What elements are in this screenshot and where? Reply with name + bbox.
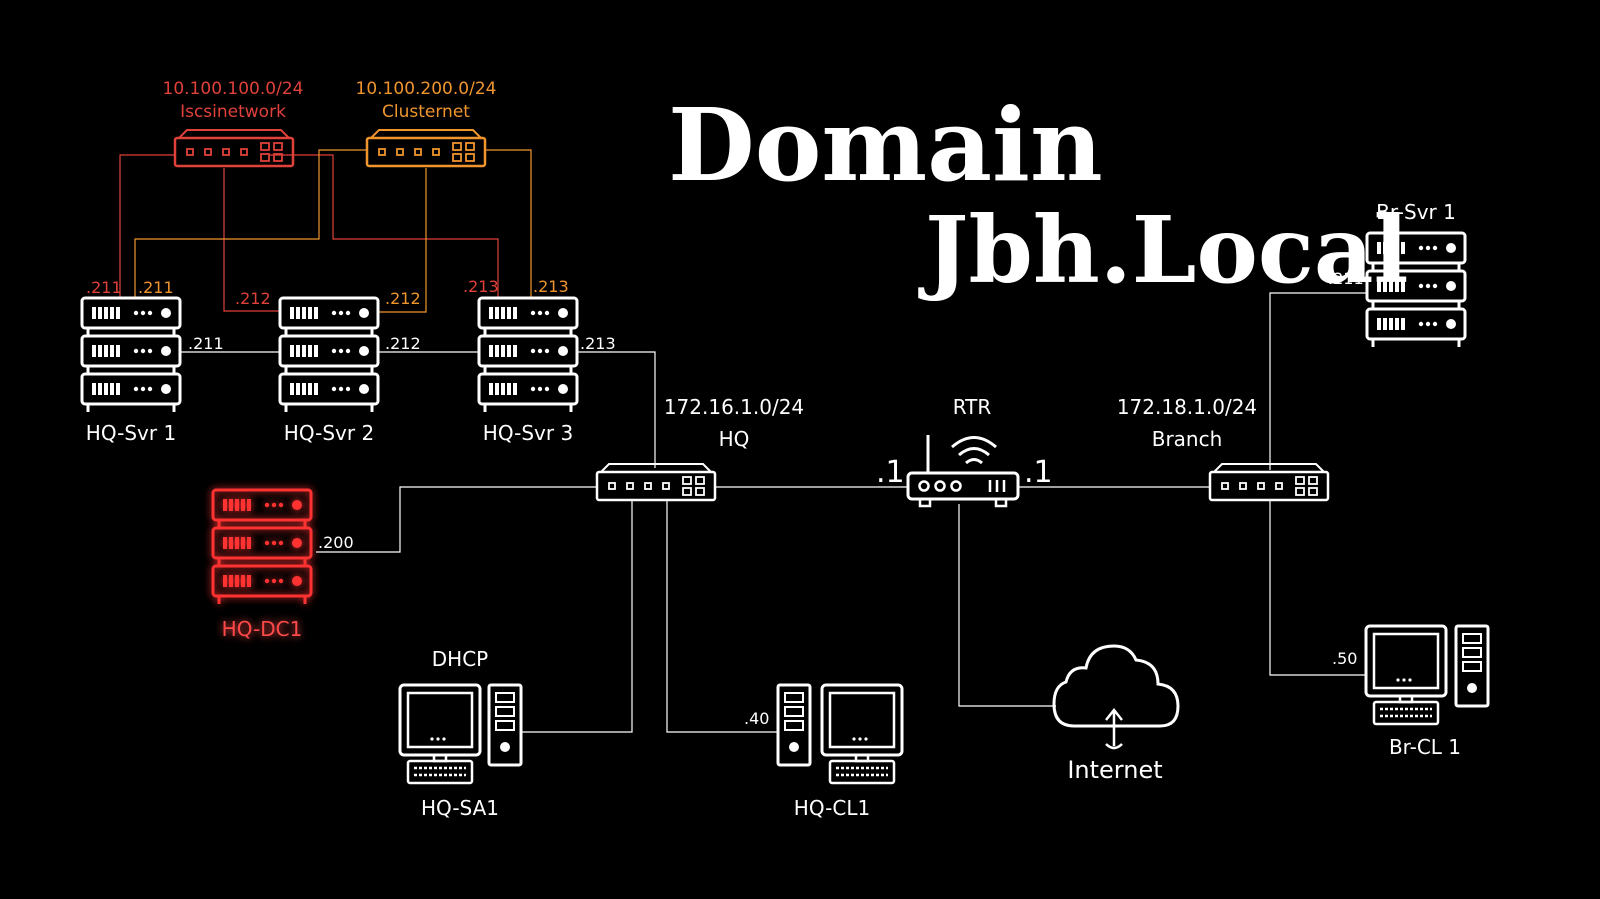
hq-svr2-cluster-ip: .212 (385, 289, 421, 308)
hq-sa1: DHCP HQ-SA1 (398, 647, 523, 820)
hq-svr1: HQ-Svr 1 .211 .211 .211 (82, 278, 224, 445)
title-domain-name: Jbh.Local (918, 196, 1408, 304)
rtr-router (906, 435, 1020, 508)
branch-switch: 172.18.1.0/24 Branch (1117, 395, 1330, 502)
hq-network-name: HQ (719, 427, 750, 451)
title-domain: Domain (668, 86, 1103, 204)
hq-svr2-label: HQ-Svr 2 (284, 421, 374, 445)
hq-svr2-iscsi-ip: .212 (235, 289, 271, 308)
hq-cl1-label: HQ-CL1 (794, 796, 870, 820)
hq-svr2-lan-ip: .212 (385, 334, 421, 353)
rtr-label: RTR (953, 395, 992, 419)
br-cl1: .50 Br-CL 1 (1332, 624, 1490, 759)
rtr-hq-ip: .1 (876, 455, 905, 490)
iscsi-switch: 10.100.100.0/24 Iscsinetwork (163, 79, 304, 168)
iscsi-network-name: Iscsinetwork (180, 102, 286, 122)
hq-svr3-lan-ip: .213 (580, 334, 616, 353)
hq-svr3-iscsi-ip: .213 (463, 277, 499, 296)
iscsi-network-cidr: 10.100.100.0/24 (163, 79, 304, 99)
hq-svr1-lan-ip: .211 (188, 334, 224, 353)
branch-network-name: Branch (1152, 427, 1223, 451)
br-cl1-ip: .50 (1332, 649, 1357, 668)
hq-dc1: HQ-DC1 .200 (213, 490, 354, 641)
rtr-branch-ip: .1 (1024, 455, 1053, 490)
hq-svr1-label: HQ-Svr 1 (86, 421, 176, 445)
hq-dc1-ip: .200 (318, 533, 354, 552)
br-cl1-label: Br-CL 1 (1389, 735, 1461, 759)
hq-sa1-role: DHCP (432, 647, 488, 671)
cluster-switch: 10.100.200.0/24 Clusternet (356, 79, 497, 168)
internet-cloud: Internet (1052, 644, 1180, 784)
lan-wiring (180, 292, 1367, 733)
branch-network-cidr: 172.18.1.0/24 (1117, 395, 1257, 419)
br-svr1-ip: .211 (1328, 269, 1364, 288)
hq-svr2: HQ-Svr 2 .212 .212 .212 (235, 289, 421, 445)
hq-cl1: .40 HQ-CL1 (744, 683, 904, 820)
hq-svr3-label: HQ-Svr 3 (483, 421, 573, 445)
hq-sa1-label: HQ-SA1 (421, 796, 499, 820)
br-svr1-label: Br-Svr 1 (1376, 200, 1456, 224)
hq-svr3: HQ-Svr 3 .213 .213 .213 (463, 277, 616, 445)
br-svr1: Br-Svr 1 .211 (1328, 200, 1465, 347)
hq-svr3-cluster-ip: .213 (533, 277, 569, 296)
hq-network-cidr: 172.16.1.0/24 (664, 395, 804, 419)
hq-svr1-iscsi-ip: .211 (86, 278, 122, 297)
hq-dc1-label: HQ-DC1 (222, 617, 303, 641)
cluster-network-name: Clusternet (382, 102, 470, 122)
hq-cl1-ip: .40 (744, 709, 769, 728)
hq-svr1-cluster-ip: .211 (138, 278, 174, 297)
iscsi-cluster-wiring (119, 149, 532, 313)
cluster-network-cidr: 10.100.200.0/24 (356, 79, 497, 99)
internet-label: Internet (1067, 756, 1162, 784)
hq-switch: 172.16.1.0/24 HQ (595, 395, 804, 502)
